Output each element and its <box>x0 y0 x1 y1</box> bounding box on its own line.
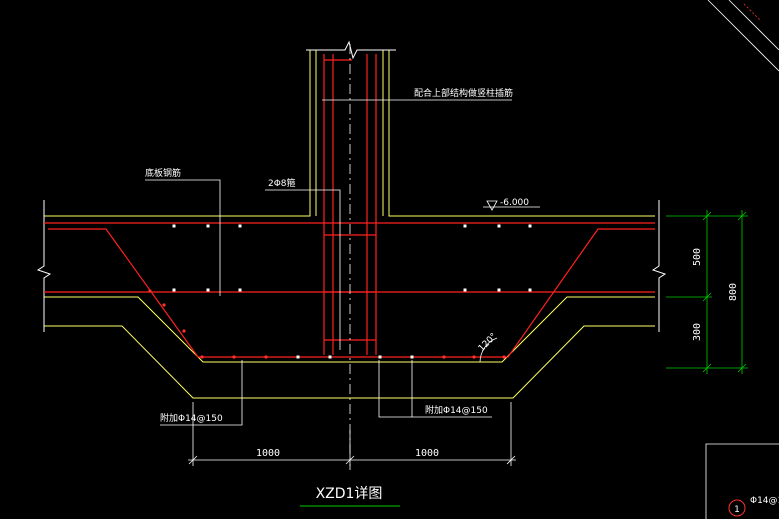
rebar-dot-white <box>497 288 501 292</box>
dim-tick-3 <box>702 363 712 373</box>
slab-top-right <box>388 50 655 217</box>
angle-arc <box>479 337 498 363</box>
rebar-dot-white <box>296 355 300 359</box>
leader-bottom-rebar <box>145 179 221 296</box>
label-elevation: -6.000 <box>500 198 529 208</box>
label-added-right: 附加Φ14@150 <box>425 404 488 416</box>
dimension-lines-horizontal <box>188 402 516 466</box>
rebar-dot-white <box>463 288 467 292</box>
rebar-dot-white <box>497 224 501 228</box>
rebar-dot-red <box>502 355 506 359</box>
dim-tick-1 <box>702 211 712 221</box>
rebar-dot-white <box>238 224 242 228</box>
rebar-dot-white <box>378 355 382 359</box>
rebar-dot-red <box>232 355 236 359</box>
rebar-dot-white <box>328 355 332 359</box>
sump-lower-outline <box>44 325 655 399</box>
corner-detail: 1 Φ14@1 <box>705 443 779 519</box>
slab-top-left <box>44 50 311 217</box>
leader-added-left <box>160 360 243 426</box>
detail-marker-number: 1 <box>734 505 740 515</box>
leader-lines <box>145 99 540 426</box>
rebar-dot-white <box>528 288 532 292</box>
dim-width-left-text: 1000 <box>256 448 280 459</box>
dim-upper-text: 500 <box>692 248 703 266</box>
left-edge-upper <box>36 200 52 332</box>
rebar-dot-red <box>264 355 268 359</box>
column-top-break <box>306 40 396 60</box>
dim-lower-text: 300 <box>692 323 703 341</box>
rebar-dot-red <box>472 355 476 359</box>
hatch-line-1 <box>707 0 779 72</box>
right-edge-upper <box>651 200 667 332</box>
rebar-dot-red <box>148 289 152 293</box>
concrete-outline <box>44 50 655 399</box>
dim-h-tick-1 <box>188 455 198 465</box>
rebar-dot-white <box>172 288 176 292</box>
label-added-left: 附加Φ14@150 <box>160 412 223 424</box>
dim-width-right-text: 1000 <box>415 448 439 459</box>
rebar-dot-red <box>200 355 204 359</box>
dimension-lines-vertical <box>666 210 748 374</box>
dim-h-tick-3 <box>506 455 516 465</box>
detail-partial-text: Φ14@1 <box>750 496 779 506</box>
dim-total-text: 800 <box>728 283 739 301</box>
rebar-dot-red <box>182 329 186 333</box>
rebar-dot-white <box>238 288 242 292</box>
label-column-rebar: 配合上部结构做竖柱插筋 <box>414 87 513 99</box>
rebar-dot-red <box>442 355 446 359</box>
label-bottom-rebar: 底板钢筋 <box>145 167 181 179</box>
rebar-dot-white <box>172 224 176 228</box>
rebar-dot-white <box>528 224 532 228</box>
label-angle: 120° <box>477 332 499 354</box>
rebar-dot-white <box>410 355 414 359</box>
rebar-dot-white <box>206 224 210 228</box>
dim-tick-2 <box>702 292 712 302</box>
dim-tick-4 <box>737 211 747 221</box>
corner-hatch <box>707 0 779 72</box>
leader-stirrup <box>265 189 341 350</box>
rebar-lines <box>44 54 655 358</box>
dim-h-tick-2 <box>345 455 355 465</box>
corner-frame <box>705 443 779 519</box>
sloped-rebar-left <box>48 228 655 358</box>
sump-inner-outline <box>44 296 655 363</box>
break-lines <box>36 40 667 332</box>
leader-added-right <box>378 360 492 418</box>
label-stirrup: 2Φ8箍 <box>268 177 296 189</box>
elevation-marker <box>486 200 498 211</box>
rebar-dot-white <box>463 224 467 228</box>
rebar-dot-white <box>206 288 210 292</box>
rebar-dot-red <box>162 303 166 307</box>
drawing-title: XZD1详图 <box>316 486 383 502</box>
detail-marker-circle <box>728 499 746 517</box>
dim-tick-5 <box>737 363 747 373</box>
rebar-dots <box>148 224 532 359</box>
hatch-line-2 <box>728 0 779 51</box>
